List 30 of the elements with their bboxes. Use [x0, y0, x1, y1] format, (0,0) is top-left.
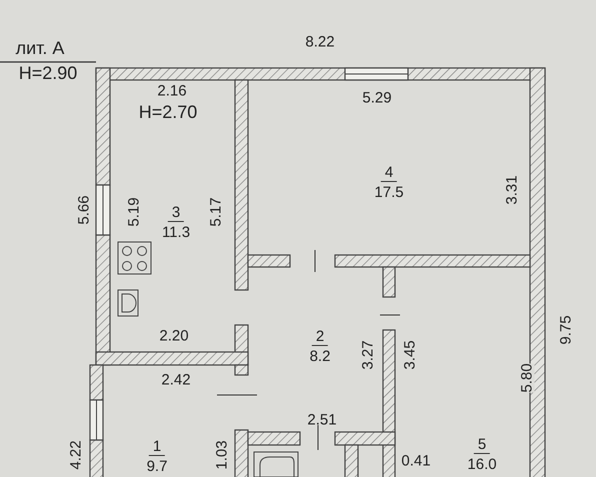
room-area: 11.3 — [162, 225, 190, 240]
room-number: 5 — [474, 437, 490, 454]
dimension-label: 5.80 — [520, 363, 534, 393]
dimension-label: 0.41 — [401, 454, 431, 468]
building-letter: лит. А — [16, 39, 64, 57]
dimension-label: 3.45 — [402, 340, 418, 370]
dimension-label: 5.19 — [126, 197, 142, 227]
room-number: 4 — [380, 165, 398, 182]
dimension-label: 4.22 — [68, 440, 84, 470]
dimension-label: 2.20 — [159, 328, 189, 344]
room-area: 16.0 — [467, 457, 497, 472]
dimension-label: 2.16 — [157, 84, 187, 98]
dimension-label: 9.75 — [558, 315, 574, 345]
dimension-label: 3.27 — [360, 340, 376, 370]
height-label: H=2.70 — [138, 103, 198, 121]
dimension-label: 8.22 — [305, 34, 335, 50]
dimension-label: 2.42 — [161, 372, 191, 388]
room-area: 8.2 — [310, 349, 330, 364]
room-area: 17.5 — [374, 185, 404, 200]
dimension-label: 2.51 — [307, 412, 337, 428]
dimension-label: 1.03 — [214, 440, 230, 470]
height-label: H=2.90 — [18, 64, 78, 82]
dimension-label: 5.17 — [208, 197, 224, 227]
room-area: 9.7 — [146, 459, 168, 474]
dimension-label: 5.29 — [362, 90, 392, 106]
room-number: 2 — [312, 329, 328, 346]
dimension-label: 5.66 — [76, 195, 92, 225]
dimension-label: 3.31 — [504, 175, 520, 205]
room-number: 1 — [148, 439, 166, 456]
room-number: 3 — [168, 205, 184, 222]
